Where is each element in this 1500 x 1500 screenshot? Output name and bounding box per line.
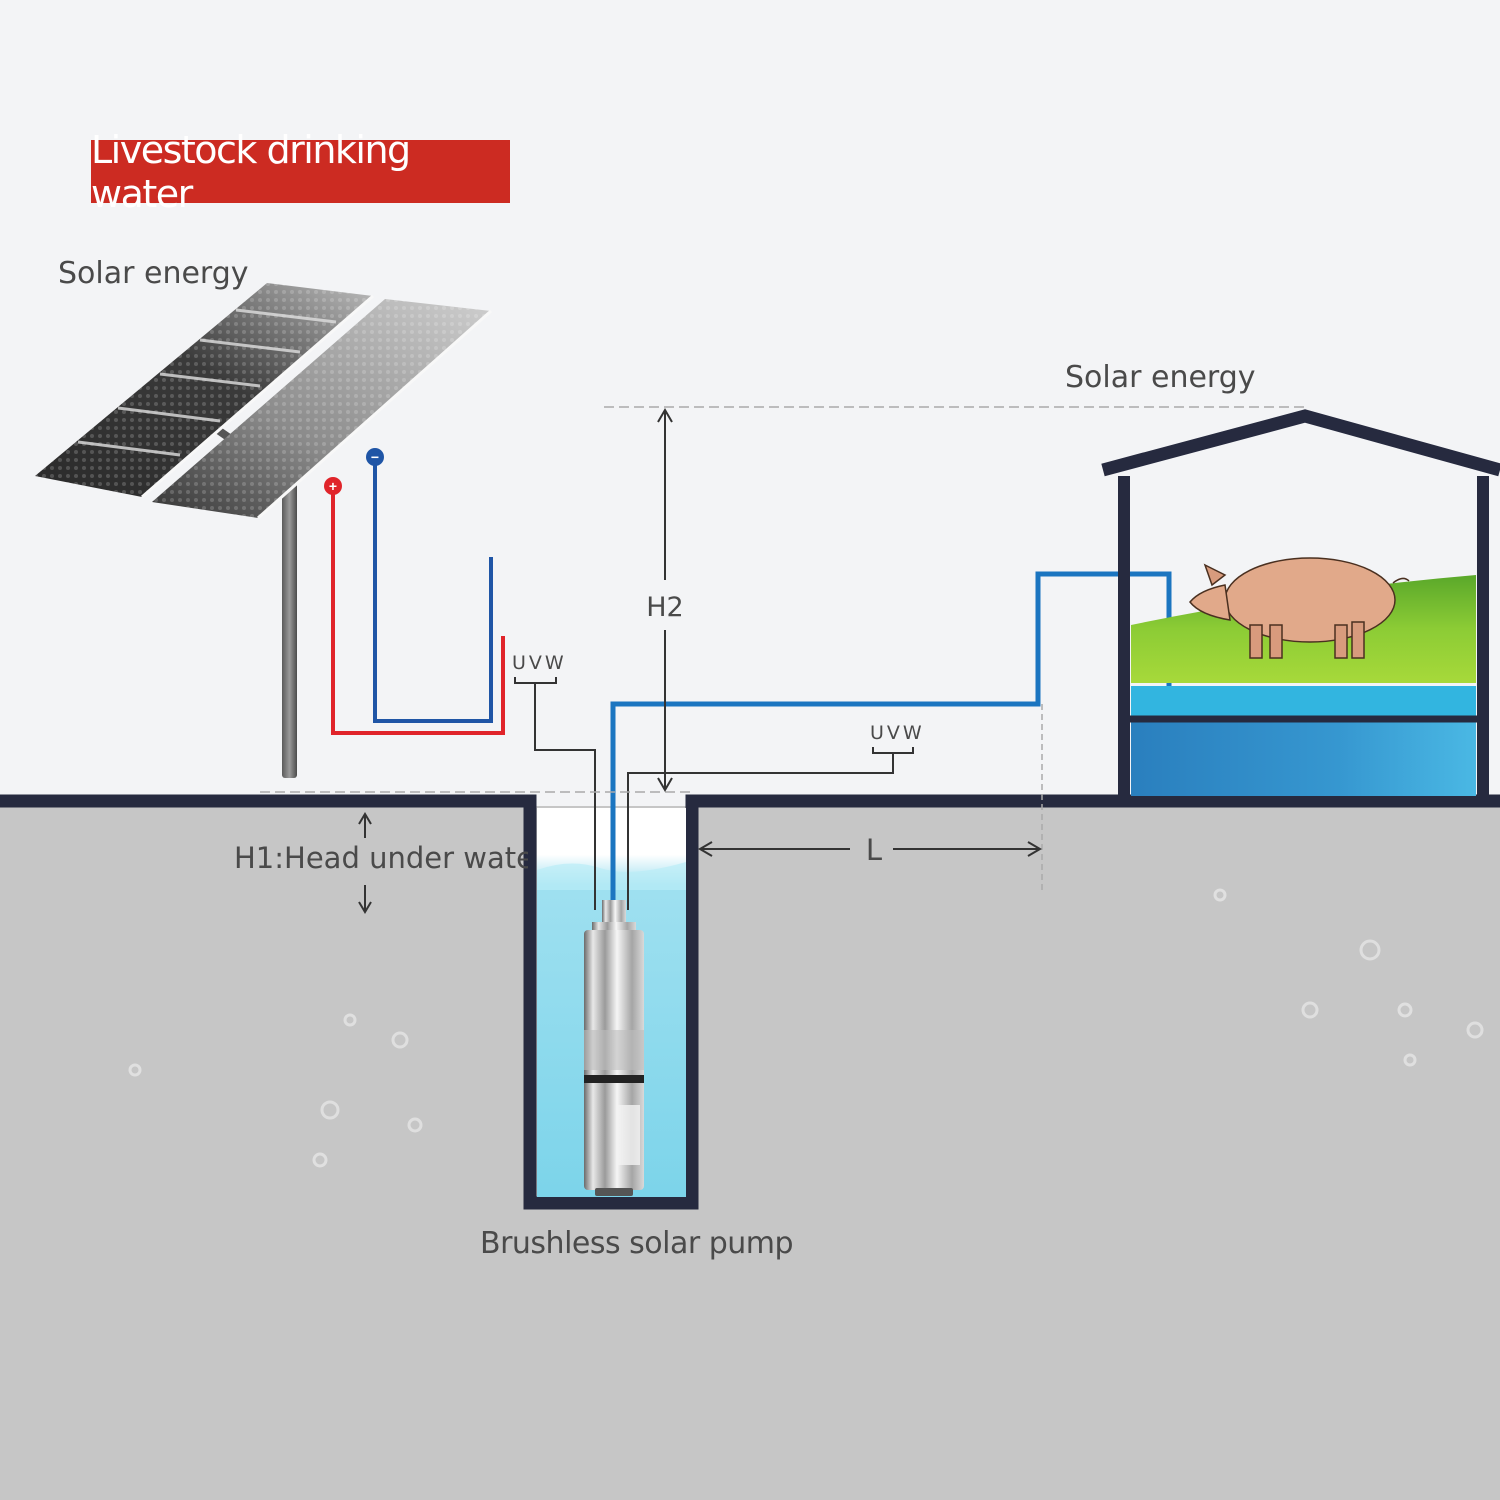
svg-text:−: − (371, 449, 379, 465)
solar-panel-label: Solar energy (58, 256, 249, 291)
barn-roof (1101, 409, 1500, 477)
pump-cable (627, 753, 894, 910)
barn-tank-water (1131, 722, 1476, 796)
solar-panel-array (35, 283, 492, 520)
l-dimension (698, 841, 1042, 857)
water-pipe (610, 571, 1172, 905)
negative-terminal-icon: − (366, 448, 384, 466)
uvw-controller-label: UVW (512, 652, 567, 674)
bubbles (128, 888, 1484, 1168)
pump-label: Brushless solar pump (480, 1226, 794, 1261)
title-badge-text: Livestock drinking water (91, 127, 411, 216)
svg-text:+: + (329, 478, 337, 494)
l-label: L (866, 833, 882, 867)
pig (1189, 557, 1410, 659)
controller-cable (534, 683, 596, 910)
negative-wire (373, 458, 493, 723)
barn-solar-label: Solar energy (1065, 360, 1256, 395)
h1-label: H1:Head under water (234, 841, 546, 875)
solar-pole (282, 470, 297, 778)
ground-outline-left (0, 794, 1500, 1210)
h1-dimension (358, 812, 372, 914)
positive-terminal-icon: + (324, 477, 342, 495)
title-badge: Livestock drinking water (91, 128, 510, 216)
brushless-solar-pump (584, 900, 644, 1196)
h2-label: H2 (646, 592, 683, 623)
h2-dimension (657, 408, 673, 792)
positive-wire (331, 488, 505, 735)
trough-water (1131, 686, 1476, 716)
ground (0, 806, 1500, 1500)
uvw-pump-label: UVW (870, 722, 925, 744)
